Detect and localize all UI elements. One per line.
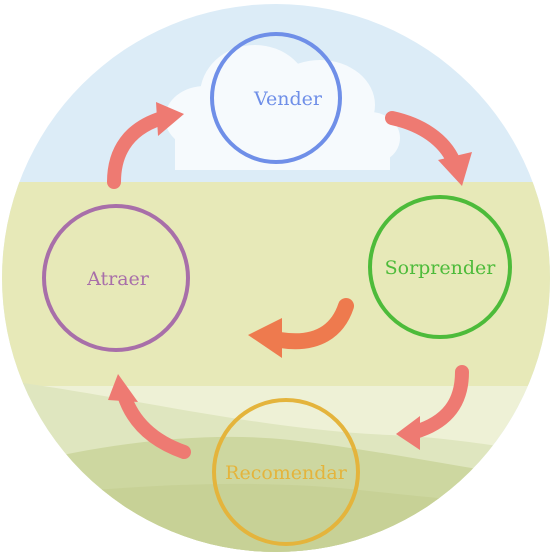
cycle-arrowheads	[108, 102, 472, 450]
arrow-recomendar-to-atraer	[117, 388, 191, 459]
node-vender-ring	[210, 32, 342, 164]
arrowhead-sorprender	[438, 152, 472, 186]
node-vender: Vender	[210, 32, 342, 164]
node-sorprender-label: Sorprender	[385, 257, 497, 279]
node-recomendar-label: Recomendar	[225, 462, 348, 484]
node-sorprender: Sorprender	[368, 195, 512, 339]
arrowhead-vender	[156, 102, 184, 136]
node-atraer-label: Atraer	[86, 268, 150, 290]
node-atraer-ring	[42, 204, 190, 352]
node-recomendar-ring	[212, 398, 360, 546]
arrow-atraer-to-vender	[107, 111, 169, 189]
arrowhead-atraer	[108, 374, 138, 402]
node-atraer: Atraer	[42, 204, 190, 352]
node-sorprender-ring	[368, 195, 512, 339]
arrow-sorprender-to-recomendar	[408, 365, 469, 439]
arrowhead-recomendar	[396, 416, 420, 450]
node-recomendar: Recomendar	[212, 398, 360, 546]
node-vender-label: Vender	[253, 88, 323, 110]
center-arrow	[272, 298, 354, 350]
center-arrowhead	[248, 318, 282, 358]
